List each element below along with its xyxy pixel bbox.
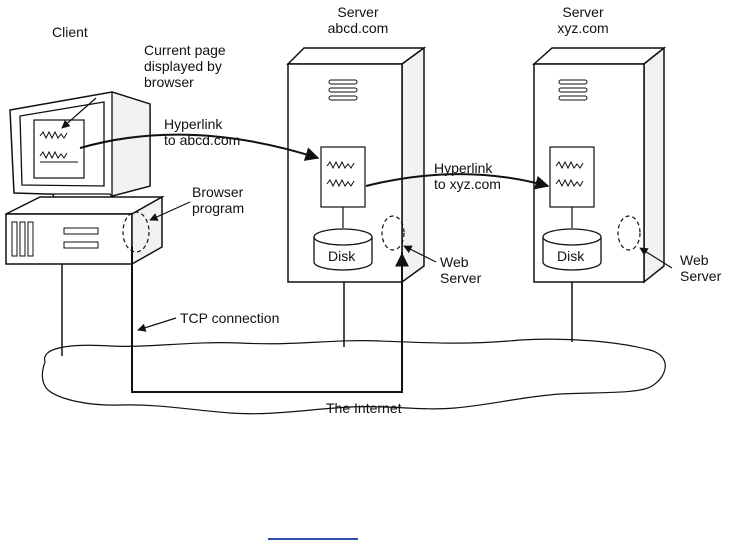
client-label: Client bbox=[52, 24, 88, 40]
current-page-label: Current page displayed by browser bbox=[144, 42, 226, 90]
hyperlink-abcd-label: Hyperlink to abcd.com bbox=[164, 116, 240, 148]
server-xyz-top bbox=[534, 48, 664, 64]
disk-xyz-label: Disk bbox=[557, 248, 584, 264]
tcp-connection-label: TCP connection bbox=[180, 310, 279, 326]
drive-slot bbox=[64, 228, 98, 234]
server-xyz-line1: Server bbox=[548, 4, 618, 20]
server-xyz-page bbox=[550, 147, 594, 207]
current-page-line3: browser bbox=[144, 74, 226, 90]
tcp-pointer bbox=[138, 318, 176, 330]
hyperlink-abcd-line2: to abcd.com bbox=[164, 132, 240, 148]
monitor-side bbox=[112, 92, 150, 196]
server-abcd-top bbox=[288, 48, 424, 64]
server-xyz-side bbox=[644, 48, 664, 282]
server-xyz-line2: xyz.com bbox=[548, 20, 618, 36]
server-xyz bbox=[534, 48, 664, 282]
browser-page bbox=[34, 120, 84, 178]
current-page-line2: displayed by bbox=[144, 58, 226, 74]
server-abcd-line1: Server bbox=[318, 4, 398, 20]
web-server-abcd-label: Web Server bbox=[440, 254, 481, 286]
hyperlink-xyz-label: Hyperlink to xyz.com bbox=[434, 160, 501, 192]
web-server-abcd-line1: Web bbox=[440, 254, 481, 270]
browser-program-label: Browser program bbox=[192, 184, 244, 216]
web-server-abcd-line2: Server bbox=[440, 270, 481, 286]
client-computer bbox=[6, 92, 162, 264]
web-server-xyz-label: Web Server bbox=[680, 252, 721, 284]
server-abcd-label: Server abcd.com bbox=[318, 4, 398, 36]
browser-program-line2: program bbox=[192, 200, 244, 216]
current-page-line1: Current page bbox=[144, 42, 226, 58]
disk-abcd-label: Disk bbox=[328, 248, 355, 264]
drive-slot bbox=[64, 242, 98, 248]
internet-label: The Internet bbox=[326, 400, 402, 416]
hyperlink-xyz-line2: to xyz.com bbox=[434, 176, 501, 192]
server-abcd bbox=[288, 48, 424, 282]
server-abcd-line2: abcd.com bbox=[318, 20, 398, 36]
footer-link-underline[interactable] bbox=[268, 538, 358, 540]
hyperlink-xyz-line1: Hyperlink bbox=[434, 160, 501, 176]
web-server-xyz-line2: Server bbox=[680, 268, 721, 284]
server-xyz-label: Server xyz.com bbox=[548, 4, 618, 36]
web-server-xyz-line1: Web bbox=[680, 252, 721, 268]
hyperlink-abcd-line1: Hyperlink bbox=[164, 116, 240, 132]
browser-program-line1: Browser bbox=[192, 184, 244, 200]
server-abcd-page bbox=[321, 147, 365, 207]
